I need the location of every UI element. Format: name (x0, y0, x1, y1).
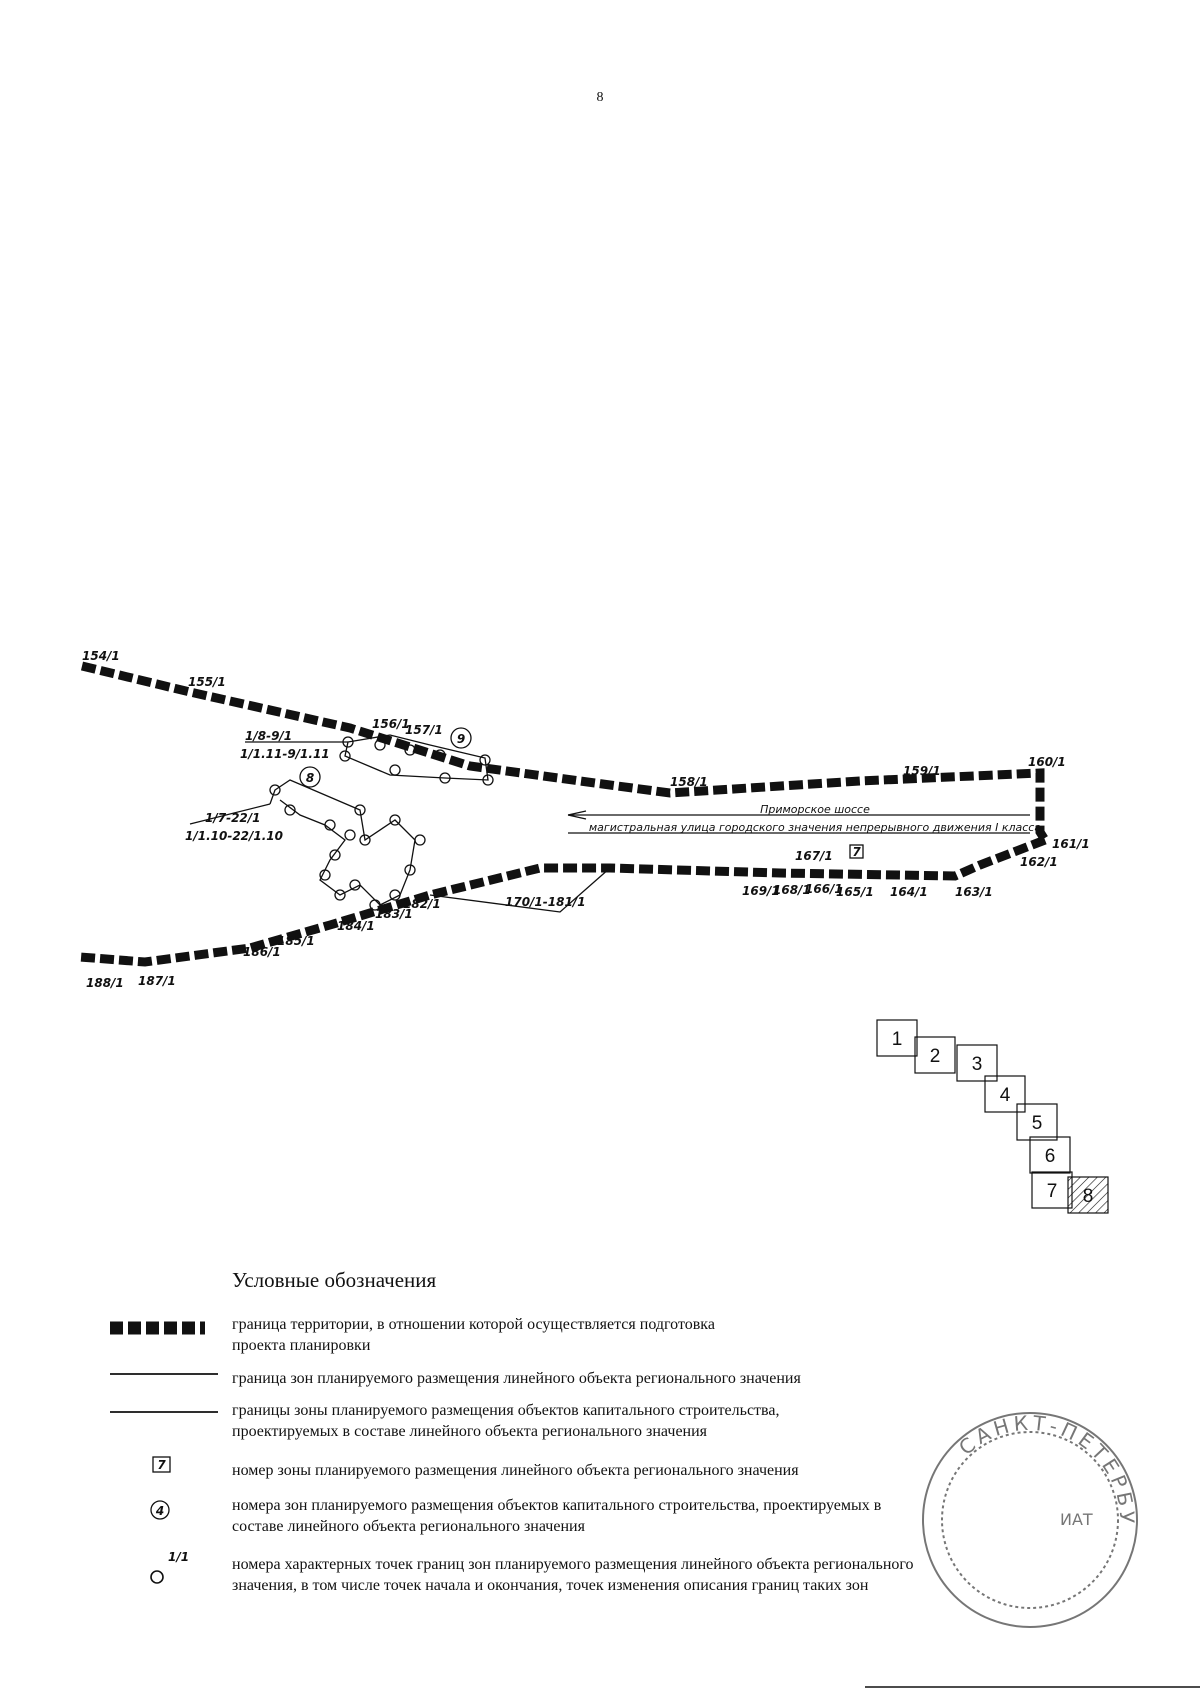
page-number: 8 (596, 90, 604, 105)
legend-item-line: граница территории, в отношении которой … (232, 1316, 715, 1333)
stamp-inner-text: ИАТ (1060, 1510, 1093, 1529)
legend-title: Условные обозначения (232, 1268, 437, 1292)
boundary-point-label: 170/1-181/1 (505, 895, 586, 909)
sheet-index-number: 3 (972, 1054, 983, 1075)
boundary-point-label: 187/1 (138, 974, 176, 988)
sheet-index-cell: 7 (1031, 1171, 1073, 1209)
boundary-point-label: 156/1 (372, 717, 410, 731)
boundary-point-label: 184/1 (337, 919, 375, 933)
sheet-index-number: 7 (1047, 1181, 1058, 1202)
legend-item-line: составе линейного объекта регионального … (232, 1518, 585, 1535)
zone-8-number: 8 (306, 771, 314, 785)
stamp-text: САНКТ-ПЕТЕРБУРГ (0, 0, 1135, 1527)
legend-item-line: номер зоны планируемого размещения линей… (232, 1462, 799, 1479)
legend-item-line: значения, в том числе точек начала и око… (232, 1577, 869, 1594)
sheet-index-cell: 4 (984, 1075, 1026, 1113)
boundary-point-label: 185/1 (277, 934, 315, 948)
sheet-index-number: 1 (892, 1029, 903, 1050)
sheet-index-number: 4 (1000, 1085, 1011, 1106)
legend-point-symbol (150, 1570, 164, 1584)
boundary-point-label: 161/1 (1052, 837, 1090, 851)
boundary-point-label: 164/1 (890, 885, 928, 899)
zone8-points-top: 1/7-22/1 (205, 811, 261, 825)
boundary-point-label: 157/1 (405, 723, 443, 737)
sheet-index-cell: 8 (1067, 1176, 1109, 1214)
legend-item-line: граница зон планируемого размещения лине… (232, 1370, 801, 1387)
legend-linear-number-symbol (152, 1456, 171, 1473)
sheet-index-number: 5 (1032, 1113, 1043, 1134)
zone9-points-bottom: 1/1.11-9/1.11 (240, 747, 330, 761)
sheet-index-cell: 6 (1029, 1136, 1071, 1174)
zone-8-boundary (269, 779, 426, 911)
legend-linear-number-value: 7 (157, 1458, 166, 1472)
road-description: магистральная улица городского значения … (589, 821, 1041, 834)
sheet-index-number: 8 (1083, 1186, 1094, 1207)
zone-9-boundary (245, 734, 494, 786)
legend-capital-number-symbol (150, 1500, 170, 1520)
zone-number-markers: 8 9 7 (299, 727, 864, 859)
boundary-point-label: 182/1 (403, 897, 441, 911)
legend-item-line: проекта планировки (232, 1337, 371, 1354)
boundary-point-label: 169/1 (742, 884, 780, 898)
territory-boundary (79, 661, 1049, 967)
boundary-point-label: 188/1 (86, 976, 124, 990)
linear-zone-number: 7 (852, 845, 861, 859)
sheet-index-cell: 2 (914, 1036, 956, 1074)
sheet-index-number: 2 (930, 1046, 941, 1067)
legend-item-linear-zone: граница зон планируемого размещения лине… (232, 1368, 801, 1389)
boundary-point-label: 160/1 (1028, 755, 1066, 769)
legend-item-points: номера характерных точек границ зон план… (232, 1554, 914, 1596)
sheet-index-number: 6 (1045, 1146, 1056, 1167)
legend-point-value: 1/1 (168, 1550, 189, 1564)
legend-capital-number-value: 4 (155, 1504, 164, 1518)
legend-item-line: номера характерных точек границ зон план… (232, 1556, 914, 1573)
legend-symbols: 7 4 1/1 (110, 1321, 218, 1584)
sheet-index-cell: 1 (876, 1019, 918, 1057)
legend-item-territory: граница территории, в отношении которой … (232, 1314, 715, 1356)
boundary-point-label: 168/1 (773, 883, 811, 897)
linear-zone-boundary (189, 803, 1030, 913)
sheet-index-cell: 5 (1016, 1103, 1058, 1141)
boundary-point-label: 159/1 (903, 764, 941, 778)
legend-item-line: номера зон планируемого размещения объек… (232, 1497, 882, 1514)
boundary-point-label: 165/1 (836, 885, 874, 899)
legend-item-linear-number: номер зоны планируемого размещения линей… (232, 1460, 799, 1481)
boundary-point-label: 154/1 (82, 649, 120, 663)
zone9-points-top: 1/8-9/1 (245, 729, 292, 743)
sheet-index-cell: 3 (956, 1044, 998, 1082)
boundary-point-label: 163/1 (955, 885, 993, 899)
legend-item-line: проектируемых в составе линейного объект… (232, 1423, 708, 1440)
boundary-point-label: 186/1 (243, 945, 281, 959)
zone8-points-bottom: 1/1.10-22/1.10 (185, 829, 283, 843)
legend-item-line: границы зоны планируемого размещения объ… (232, 1402, 780, 1419)
svg-text:САНКТ-ПЕТЕРБУРГ: САНКТ-ПЕТЕРБУРГ (0, 0, 1135, 1527)
legend-item-capital-zone: границы зоны планируемого размещения объ… (232, 1400, 779, 1442)
road-arrow-icon (567, 810, 587, 820)
road-name: Приморское шоссе (760, 803, 870, 816)
boundary-point-label: 162/1 (1020, 855, 1058, 869)
zone-9-number: 9 (457, 732, 465, 746)
boundary-point-label: 158/1 (670, 775, 708, 789)
boundary-point-label: 155/1 (188, 675, 226, 689)
boundary-point-label: 183/1 (375, 907, 413, 921)
legend-item-capital-number: номера зон планируемого размещения объек… (232, 1495, 881, 1537)
boundary-point-label: 166/1 (805, 882, 843, 896)
boundary-point-label: 167/1 (795, 849, 833, 863)
